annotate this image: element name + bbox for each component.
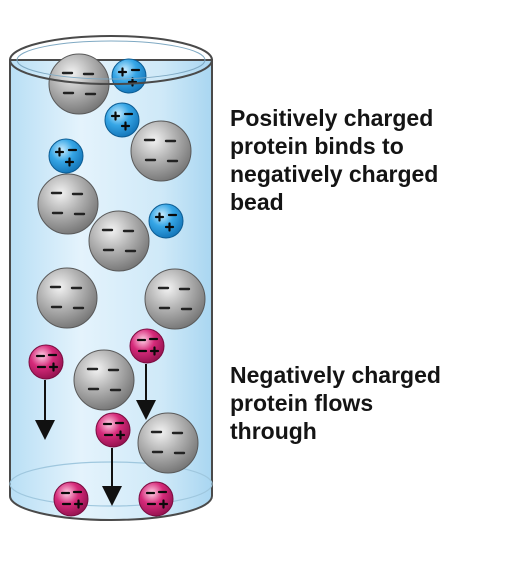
caption-line: Negatively charged bbox=[230, 362, 441, 388]
bead bbox=[136, 411, 200, 475]
negative-protein bbox=[94, 411, 132, 449]
bead bbox=[143, 267, 207, 331]
caption-line: Positively charged bbox=[230, 105, 434, 131]
negative-protein bbox=[27, 343, 65, 381]
caption-line: protein binds to bbox=[230, 133, 404, 159]
negative-protein bbox=[137, 480, 175, 518]
bead bbox=[87, 209, 151, 273]
bead bbox=[36, 172, 100, 236]
column-top-inner-rim bbox=[16, 40, 206, 80]
caption-line: through bbox=[230, 418, 317, 444]
flow-arrows bbox=[35, 364, 156, 506]
bead bbox=[129, 119, 193, 183]
positive-protein bbox=[147, 202, 185, 240]
caption-line: bead bbox=[230, 189, 284, 215]
bead bbox=[35, 266, 99, 330]
caption-line: negatively charged bbox=[230, 161, 439, 187]
negative-protein bbox=[128, 327, 166, 365]
negative-protein bbox=[52, 480, 90, 518]
positive-protein bbox=[110, 57, 148, 95]
positive-protein bbox=[47, 137, 85, 175]
bead bbox=[72, 348, 136, 412]
column-top-rim bbox=[9, 35, 213, 85]
caption-line: protein flows bbox=[230, 390, 374, 416]
caption-positive-protein: Positively charged protein binds to nega… bbox=[230, 104, 438, 216]
positive-protein bbox=[103, 101, 141, 139]
caption-negative-protein: Negatively charged protein flows through bbox=[230, 361, 441, 445]
